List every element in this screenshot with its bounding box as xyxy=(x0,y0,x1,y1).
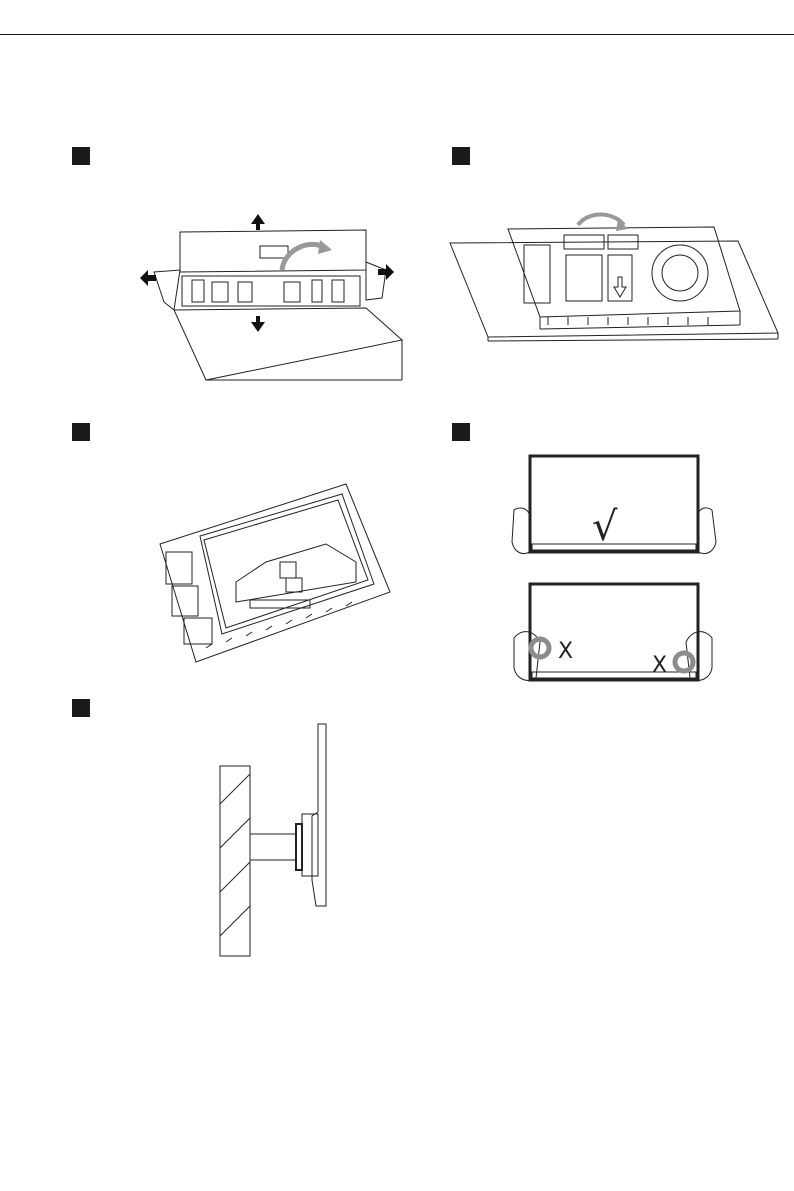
carton-open-icon xyxy=(134,200,414,390)
correct-mark: √ xyxy=(592,504,618,550)
foam-tray-illustration xyxy=(448,205,780,345)
step-marker-5 xyxy=(72,699,90,717)
wrong-grip-right-ring xyxy=(675,653,693,671)
step-marker-2 xyxy=(452,147,470,165)
monitor-in-foam-illustration xyxy=(156,482,394,664)
header-rule xyxy=(0,34,794,35)
monitor-in-packaging-icon xyxy=(156,482,394,664)
step-marker-3 xyxy=(72,423,90,441)
wall-mount-illustration xyxy=(216,720,336,958)
wall-mount-icon xyxy=(216,720,336,958)
foam-tray-icon xyxy=(448,205,780,345)
handling-guidance-illustration: √ X X xyxy=(506,452,720,714)
carton-open-illustration xyxy=(134,200,414,390)
hands-holding-monitor-icon: √ X X xyxy=(506,452,720,714)
step-marker-1 xyxy=(72,147,90,165)
step-marker-4 xyxy=(452,423,470,441)
wrong-mark-left: X xyxy=(558,639,573,664)
wrong-mark-right: X xyxy=(652,653,667,678)
